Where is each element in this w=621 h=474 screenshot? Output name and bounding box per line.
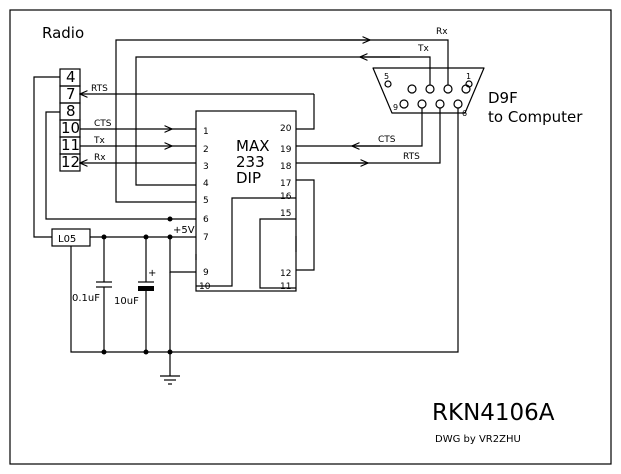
db9-pin-label: 1 [466, 72, 471, 81]
junction-dot [167, 234, 173, 240]
chip-pin-2: 2 [203, 145, 209, 155]
radio-pin-label: 7 [66, 85, 76, 103]
radio-label: Radio [42, 24, 84, 42]
chip-pin-19: 19 [280, 145, 292, 155]
signal-label-rx: Rx [94, 153, 106, 163]
drawing-title: RKN4106A [432, 400, 555, 426]
db9-pin-label: 5 [384, 72, 389, 81]
wire-ground-bus [70, 108, 459, 353]
wire-pin4-regulator [33, 76, 60, 238]
radio-pin-label: 8 [66, 102, 76, 120]
db9-connector: 5 1 9 6 [372, 67, 485, 118]
radio-pin-label: 12 [61, 153, 80, 171]
chip-pin-11: 11 [280, 282, 291, 292]
chip-pin-4: 4 [203, 179, 209, 189]
wire-pin17-pin12 [296, 179, 315, 271]
signal-label-cts-db9: CTS [378, 135, 396, 145]
junction-dot [101, 349, 107, 355]
chip-name-line2: 233 [236, 153, 265, 171]
chip-name-line1: MAX [236, 137, 269, 155]
drawing-credit: DWG by VR2ZHU [435, 434, 521, 445]
chip-pin-6: 6 [203, 215, 209, 225]
wire-tx-db9 [135, 56, 431, 186]
chip-pin-3: 3 [203, 162, 209, 172]
signal-label-tx: Tx [93, 136, 105, 146]
cap1-label: 0.1uF [72, 293, 100, 304]
radio-pin-label: 10 [61, 119, 80, 137]
wire-pin16-pin10 [196, 197, 296, 287]
chip-pin-10: 10 [199, 282, 211, 292]
chip-pin-7: 7 [203, 233, 209, 243]
connector-label-line1: D9F [488, 89, 518, 107]
cap2-plate-fill [138, 286, 154, 291]
chip-name-line3: DIP [236, 169, 261, 187]
signal-label-tx-db9: Tx [417, 44, 429, 54]
cap2-polarity: + [148, 268, 156, 279]
radio-pin-label: 11 [61, 136, 80, 154]
chip-pin-5: 5 [203, 196, 209, 206]
junction-dot [167, 216, 173, 222]
chip-pin-1: 1 [203, 127, 209, 137]
db9-pin-label: 6 [462, 109, 467, 118]
signal-label-rts-radio: RTS [91, 84, 108, 94]
chip-pin-15: 15 [280, 209, 291, 219]
chip-pin-16: 16 [280, 192, 292, 202]
max233-chip [195, 110, 297, 292]
junction-dot [143, 234, 149, 240]
wire-pin8-chip6 [45, 111, 196, 220]
supply-label: +5V [173, 225, 195, 236]
radio-connector: 4 7 8 10 11 12 [59, 68, 81, 172]
wire-rx-db9 [115, 39, 449, 203]
chip-pin-20: 20 [280, 124, 292, 134]
signal-label-cts: CTS [94, 119, 112, 129]
wire-segment [296, 94, 315, 130]
cap2-label: 10uF [114, 296, 139, 307]
connector-label-line2: to Computer [488, 108, 583, 126]
radio-pin-label: 4 [66, 68, 76, 86]
signal-label-rts-db9: RTS [403, 152, 420, 162]
chip-pin-12: 12 [280, 269, 291, 279]
junction-dot [167, 349, 173, 355]
wire-pin15-pin11 [259, 218, 296, 289]
chip-pin-9: 9 [203, 268, 209, 278]
wire-cts-db9 [296, 108, 423, 147]
signal-label-rx-db9: Rx [436, 27, 448, 37]
db9-pin-label: 9 [393, 103, 398, 112]
junction-dot [143, 349, 149, 355]
junction-dot [101, 234, 107, 240]
wire-pin9 [169, 237, 196, 273]
chip-pin-18: 18 [280, 162, 292, 172]
regulator-label: L05 [58, 234, 76, 245]
chip-pin-17: 17 [280, 179, 291, 189]
drawing-frame [9, 9, 612, 465]
